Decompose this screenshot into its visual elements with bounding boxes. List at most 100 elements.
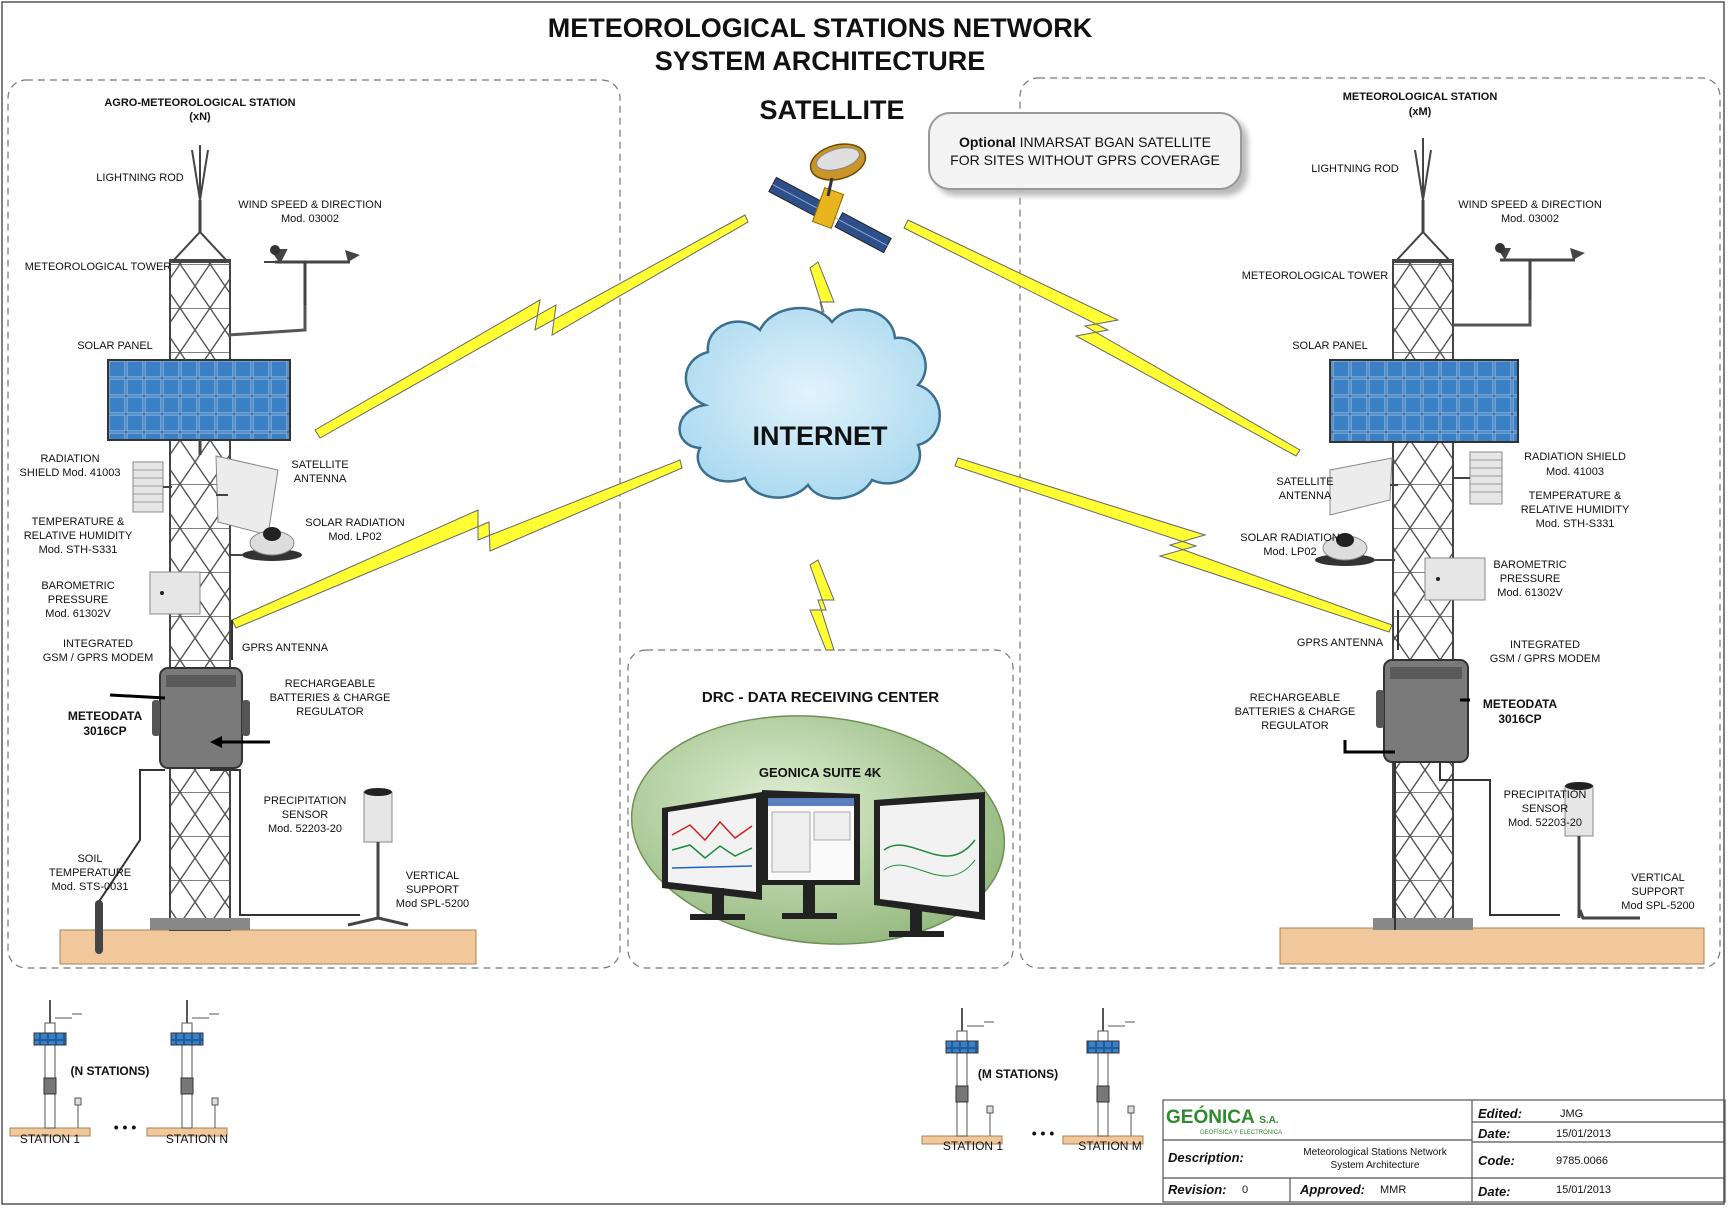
right-label-rad-shield-1: RADIATION SHIELD xyxy=(1524,451,1626,463)
diagram-title-line-1: METEOROLOGICAL STATIONS NETWORK xyxy=(547,13,1093,43)
tb-date-label: Date: xyxy=(1478,1126,1511,1141)
right-label-batt-2: BATTERIES & CHARGE xyxy=(1234,706,1356,718)
left-label-batt-3: REGULATOR xyxy=(296,706,364,718)
left-label-logger-2: 3016CP xyxy=(83,724,127,738)
tb-date2-value: 15/01/2013 xyxy=(1556,1184,1612,1196)
note-optional: Optional xyxy=(958,134,1016,150)
mini-stations xyxy=(9,1000,1144,1145)
left-label-lightning-rod: LIGHTNING ROD xyxy=(96,172,184,184)
left-barometer xyxy=(149,571,201,615)
left-label-precip-1: PRECIPITATION xyxy=(263,795,347,807)
note-line-2: FOR SITES WITHOUT GPRS COVERAGE xyxy=(950,152,1220,168)
tb-code-label: Code: xyxy=(1478,1153,1515,1168)
mini-right-last: STATION M xyxy=(1078,1139,1142,1153)
right-label-precip-2: SENSOR xyxy=(1521,803,1569,815)
left-lightning-rod xyxy=(191,145,209,201)
left-label-temp-1: TEMPERATURE & xyxy=(31,516,125,528)
logo-sub: GEOFÍSICA Y ELECTRÓNICA xyxy=(1200,1130,1283,1136)
right-ground xyxy=(1279,927,1705,965)
left-label-batt-1: RECHARGEABLE xyxy=(284,678,376,690)
right-lightning-rod xyxy=(1414,138,1432,201)
logo-suffix: S.A. xyxy=(1259,1115,1279,1126)
left-label-support-2: SUPPORT xyxy=(406,884,459,896)
mini-station-graphic xyxy=(1062,1008,1144,1145)
left-label-baro-3: Mod. 61302V xyxy=(45,608,111,620)
optional-satellite-note: Optional INMARSAT BGAN SATELLITE FOR SIT… xyxy=(928,112,1242,190)
diagram-title-line-2: SYSTEM ARCHITECTURE xyxy=(654,46,986,76)
left-label-modem-1: INTEGRATED xyxy=(62,638,134,650)
left-label-sat-antenna-2: ANTENNA xyxy=(293,473,347,485)
right-label-sat-antenna-1: SATELLITE xyxy=(1276,476,1334,488)
right-rain-gauge xyxy=(1564,782,1640,920)
tb-edited-value: JMG xyxy=(1560,1108,1584,1120)
left-label-logger-1: METEODATA xyxy=(67,709,143,723)
left-label-solar-rad-1: SOLAR RADIATION xyxy=(305,517,405,529)
right-label-wind: WIND SPEED & DIRECTION xyxy=(1458,199,1602,211)
left-label-modem-2: GSM / GPRS MODEM xyxy=(42,652,154,664)
right-label-precip-3: Mod. 52203-20 xyxy=(1508,817,1582,829)
right-station-zone xyxy=(1019,77,1721,969)
right-label-temp-2: RELATIVE HUMIDITY xyxy=(1520,504,1630,516)
right-label-logger-2: 3016CP xyxy=(1498,712,1542,726)
left-label-temp-2: RELATIVE HUMIDITY xyxy=(23,530,133,542)
right-label-precip-1: PRECIPITATION xyxy=(1503,789,1587,801)
right-label-logger-1: METEODATA xyxy=(1482,697,1558,711)
left-label-baro-1: BAROMETRIC xyxy=(41,580,115,592)
right-station-title: METEOROLOGICAL STATION xyxy=(1342,91,1498,103)
right-label-temp-3: Mod. STH-S331 xyxy=(1535,518,1615,530)
right-label-support-1: VERTICAL xyxy=(1631,872,1685,884)
left-label-soil-1: SOIL xyxy=(77,853,103,865)
mini-left-last: STATION N xyxy=(165,1132,229,1146)
left-station-graphic xyxy=(59,145,477,965)
tb-description-2: System Architecture xyxy=(1330,1160,1420,1171)
right-label-modem-2: GSM / GPRS MODEM xyxy=(1489,653,1601,665)
monitor-left xyxy=(662,792,762,920)
left-label-rad-shield-2: SHIELD Mod. 41003 xyxy=(19,467,121,479)
tb-revision-label: Revision: xyxy=(1168,1182,1227,1197)
internet-label: INTERNET xyxy=(752,421,888,451)
tb-edited-label: Edited: xyxy=(1478,1106,1523,1121)
right-label-support-2: SUPPORT xyxy=(1631,886,1685,898)
left-wind-sensor xyxy=(264,245,360,305)
right-label-baro-2: PRESSURE xyxy=(1499,573,1561,585)
right-label-solar-rad-2: Mod. LP02 xyxy=(1263,546,1317,558)
bolt-left-station-internet xyxy=(231,459,683,629)
tb-date-value: 15/01/2013 xyxy=(1556,1128,1612,1140)
left-soil-probe xyxy=(95,900,103,954)
note-line-1: INMARSAT BGAN SATELLITE xyxy=(1015,134,1212,150)
right-wind-sensor xyxy=(1495,243,1585,300)
left-label-gprs: GPRS ANTENNA xyxy=(241,642,329,654)
mini-right-label: (M STATIONS) xyxy=(977,1067,1059,1081)
right-barometer xyxy=(1424,557,1486,601)
lightning-bolts xyxy=(231,214,1393,651)
title-block xyxy=(1162,1099,1726,1203)
right-radiation-shield xyxy=(1453,451,1503,505)
right-label-gprs: GPRS ANTENNA xyxy=(1296,637,1384,649)
bolt-right-station-satellite xyxy=(903,219,1301,457)
left-satellite-antenna xyxy=(215,455,279,536)
tb-approved-value: MMR xyxy=(1380,1184,1407,1196)
left-label-soil-3: Mod. STS-0031 xyxy=(51,881,129,893)
left-ground xyxy=(59,929,477,965)
mini-station-graphic xyxy=(146,1000,228,1137)
right-label-solar-panel: SOLAR PANEL xyxy=(1292,340,1368,352)
right-label-batt-3: REGULATOR xyxy=(1261,720,1329,732)
left-rain-gauge xyxy=(347,788,409,927)
mini-left-label: (N STATIONS) xyxy=(70,1064,150,1078)
mini-station-graphic xyxy=(921,1008,1003,1145)
tb-description-1: Meteorological Stations Network xyxy=(1303,1147,1447,1158)
internet-cloud xyxy=(678,306,941,500)
monitor-right xyxy=(874,792,985,937)
geonica-logo: GEÓNICA S.A. xyxy=(1166,1107,1279,1129)
right-label-rad-shield-2: Mod. 41003 xyxy=(1545,466,1605,478)
satellite-label: SATELLITE xyxy=(759,95,905,125)
drc-monitors xyxy=(662,790,985,937)
tb-revision-value: 0 xyxy=(1242,1184,1249,1196)
right-label-solar-rad-1: SOLAR RADIATION xyxy=(1240,532,1340,544)
logo-company: GEÓNICA xyxy=(1166,1107,1254,1128)
tb-code-value: 9785.0066 xyxy=(1556,1155,1608,1167)
bolt-left-station-satellite xyxy=(314,214,749,439)
left-station-zone xyxy=(7,79,621,969)
